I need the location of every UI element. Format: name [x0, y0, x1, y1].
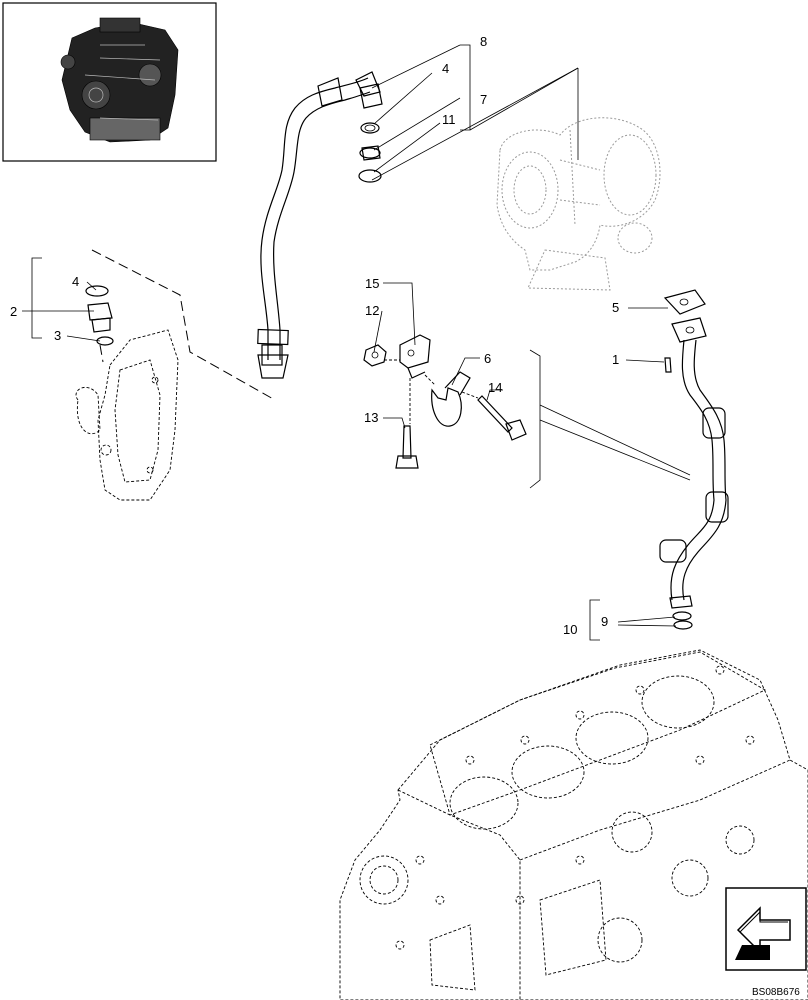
filter-housing — [75, 329, 179, 501]
callout-13: 13 — [364, 410, 378, 425]
oil-return-pipe — [589, 289, 729, 641]
turbocharger-outline — [496, 117, 661, 291]
callout-leaders — [22, 44, 677, 627]
callout-4-upper: 4 — [442, 61, 449, 76]
callout-15: 15 — [365, 276, 379, 291]
engine-block — [339, 649, 808, 1000]
drawing-reference-code: BS08B676 — [752, 987, 800, 998]
callout-4-left: 4 — [72, 274, 79, 289]
callout-3: 3 — [54, 328, 61, 343]
callout-6: 6 — [484, 351, 491, 366]
callout-1: 1 — [612, 352, 619, 367]
center-bracket-group — [363, 334, 691, 489]
left-fitting-group — [31, 257, 114, 346]
callout-5: 5 — [612, 300, 619, 315]
callout-12: 12 — [365, 303, 379, 318]
oil-supply-pipe — [257, 71, 381, 379]
callout-8: 8 — [480, 34, 487, 49]
callout-9: 9 — [601, 614, 608, 629]
callout-labels: 8 4 7 11 4 2 3 15 12 6 14 13 5 1 10 9 BS… — [10, 34, 800, 998]
connection-line-left — [91, 249, 276, 401]
engine-thumbnail-icon — [2, 2, 217, 162]
connection-line-small — [99, 344, 104, 363]
callout-10: 10 — [563, 622, 577, 637]
upper-fittings — [358, 83, 383, 183]
orientation-arrow-icon — [725, 887, 807, 971]
callout-11: 11 — [442, 112, 456, 127]
callout-2: 2 — [10, 304, 17, 319]
callout-14: 14 — [488, 380, 502, 395]
turbo-bracket — [371, 44, 579, 181]
callout-7: 7 — [480, 92, 487, 107]
